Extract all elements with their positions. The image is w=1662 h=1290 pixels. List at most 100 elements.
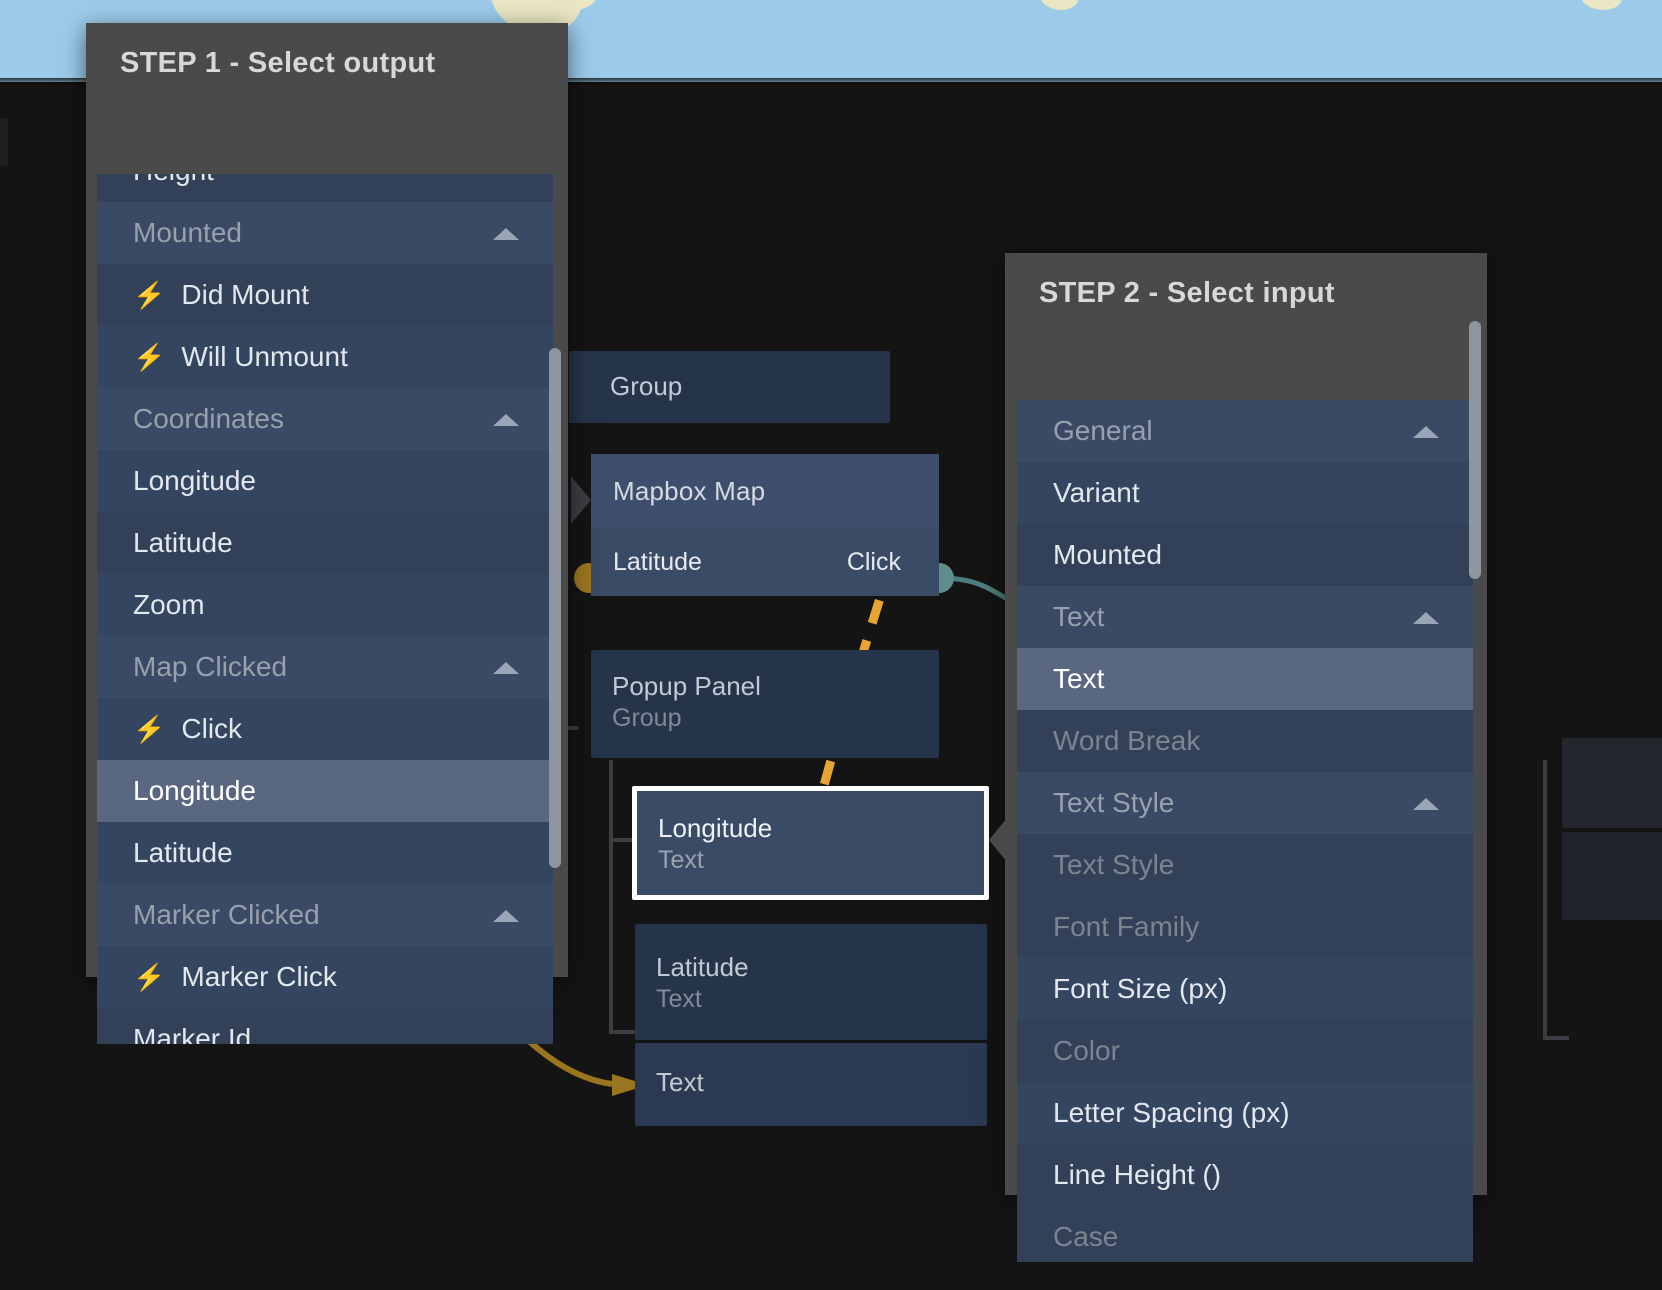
step2-menu-item-text-style[interactable]: Text Style	[1017, 772, 1473, 834]
chevron-up-icon[interactable]	[493, 414, 519, 426]
step2-menu-item-font-family[interactable]: Font Family	[1017, 896, 1473, 958]
lightning-bolt-icon: ⚡	[133, 280, 166, 310]
node-longitude-text[interactable]: Longitude Text	[632, 786, 989, 900]
port-row-latitude[interactable]: Latitude Click	[591, 528, 939, 596]
port-label-click: Click	[846, 547, 901, 576]
step2-menu-item-label: Text	[1053, 601, 1105, 632]
step1-select-output-panel[interactable]: STEP 1 - Select output HeightMounted ⚡ Did…	[86, 23, 568, 1044]
lightning-bolt-icon: ⚡	[133, 342, 166, 372]
step1-menu-item-label: Marker Clicked	[133, 899, 320, 930]
step2-menu-item-label: Line Height ()	[1053, 1159, 1222, 1190]
step1-menu-item-zoom[interactable]: Zoom	[97, 574, 553, 636]
background-node	[0, 118, 8, 166]
chevron-up-icon[interactable]	[1413, 426, 1439, 438]
step1-menu-item-label: Did Mount	[181, 279, 309, 310]
step2-panel-title: STEP 2 - Select input	[1039, 277, 1335, 309]
lightning-bolt-icon: ⚡	[133, 714, 166, 744]
step2-scrollbar-thumb[interactable]	[1469, 321, 1481, 579]
step1-menu-item-marker-id[interactable]: Marker Id	[97, 1008, 553, 1044]
step2-menu-item-font-size-px[interactable]: Font Size (px)	[1017, 958, 1473, 1020]
step2-menu-item-label: Text Style	[1053, 849, 1175, 880]
step1-menu-item-marker-clicked[interactable]: Marker Clicked	[97, 884, 553, 946]
tree-guide-line	[1543, 760, 1547, 1040]
chevron-up-icon[interactable]	[1413, 612, 1439, 624]
step1-menu-item-marker-click[interactable]: ⚡Marker Click	[97, 946, 553, 1008]
step2-menu-item-text[interactable]: Text	[1017, 586, 1473, 648]
chevron-up-icon[interactable]	[1413, 798, 1439, 810]
chevron-up-icon[interactable]	[493, 910, 519, 922]
map-landmass	[1580, 0, 1622, 10]
step2-menu-item-general[interactable]: General	[1017, 400, 1473, 462]
chevron-up-icon[interactable]	[493, 662, 519, 674]
step1-menu-item-label: Longitude	[133, 775, 257, 806]
chevron-up-icon[interactable]	[493, 228, 519, 240]
step2-menu-item-label: Font Size (px)	[1053, 973, 1228, 1004]
step1-menu-item-click[interactable]: ⚡Click	[97, 698, 553, 760]
step2-menu-item-label: Word Break	[1053, 725, 1201, 756]
step1-menu-item-label: Zoom	[133, 589, 205, 620]
port-label-latitude: Latitude	[613, 547, 702, 576]
step1-menu-item-longitude[interactable]: Longitude	[97, 450, 553, 512]
node-group-partial[interactable]: Group	[569, 351, 890, 423]
background-node	[1562, 738, 1662, 828]
node-popup-panel[interactable]: Popup Panel Group	[591, 650, 939, 758]
step1-menu-item-label: Map Clicked	[133, 651, 288, 682]
step2-menu-item-label: Variant	[1053, 477, 1140, 508]
node-drag-chevron-icon	[571, 476, 591, 524]
step2-menu-item-color[interactable]: Color	[1017, 1020, 1473, 1082]
lightning-bolt-icon: ⚡	[133, 962, 166, 992]
node-text[interactable]: Text	[635, 1043, 987, 1126]
step1-menu-item-coordinates[interactable]: Coordinates	[97, 388, 553, 450]
map-strip-shadow	[0, 78, 1662, 86]
step2-menu-item-label: Font Family	[1053, 911, 1200, 942]
tree-guide-line	[1543, 1036, 1569, 1040]
step1-menu-item-label: Mounted	[133, 217, 242, 248]
step1-scrollbar-thumb[interactable]	[549, 348, 561, 868]
node-mapbox-map[interactable]: Mapbox Map Latitude Click	[571, 454, 939, 596]
tree-guide-line	[609, 1030, 635, 1034]
node-mapbox-ports: Latitude Click	[591, 528, 939, 596]
step2-menu-item-case[interactable]: Case	[1017, 1206, 1473, 1262]
node-mapbox-title: Mapbox Map	[613, 476, 766, 506]
node-group-label: Group	[610, 371, 683, 401]
step1-menu-item-longitude[interactable]: Longitude	[97, 760, 553, 822]
node-latitude-text[interactable]: Latitude Text	[635, 924, 987, 1040]
map-landmass	[1040, 0, 1078, 10]
step2-menu-item-label: Color	[1053, 1035, 1120, 1066]
step2-menu-item-letter-spacing-px[interactable]: Letter Spacing (px)	[1017, 1082, 1473, 1144]
step2-menu-item-text[interactable]: Text	[1017, 648, 1473, 710]
step1-menu-item-label: Marker Id	[133, 1023, 252, 1044]
step2-menu-item-mounted[interactable]: Mounted	[1017, 524, 1473, 586]
step1-panel-title: STEP 1 - Select output	[120, 47, 436, 79]
step2-menu-item-label: Mounted	[1053, 539, 1162, 570]
step1-menu-item-label: Latitude	[133, 527, 233, 558]
step2-menu-item-label: Case	[1053, 1221, 1119, 1252]
step1-menu-item-will-unmount[interactable]: ⚡Will Unmount	[97, 326, 553, 388]
step2-menu-item-label: Text	[1053, 663, 1105, 694]
node-popup-subtitle: Group	[612, 704, 682, 732]
step1-menu-item-latitude[interactable]: Latitude	[97, 512, 553, 574]
step1-menu-item-map-clicked[interactable]: Map Clicked	[97, 636, 553, 698]
step1-menu-item-did-mount[interactable]: ⚡ Did Mount	[97, 264, 553, 326]
step2-menu-item-variant[interactable]: Variant	[1017, 462, 1473, 524]
step1-menu-item-latitude[interactable]: Latitude	[97, 822, 553, 884]
step2-menu-item-label: Text Style	[1053, 787, 1175, 818]
step2-menu-item-label: General	[1053, 415, 1153, 446]
step2-connection-pointer-icon	[989, 818, 1007, 862]
node-longitude-title: Longitude	[658, 813, 773, 843]
step1-menu-list[interactable]: HeightMounted ⚡ Did Mount ⚡Will UnmountCoor…	[97, 174, 553, 1044]
step1-menu-item-mounted[interactable]: Mounted	[97, 202, 553, 264]
step1-menu-item-label: Coordinates	[133, 403, 284, 434]
node-popup-title: Popup Panel	[612, 671, 761, 701]
background-node	[1562, 832, 1662, 920]
step1-menu-item-label: Height	[133, 174, 214, 187]
step1-menu-item-height[interactable]: Height	[97, 174, 553, 202]
step2-menu-item-line-height[interactable]: Line Height ()	[1017, 1144, 1473, 1206]
node-mapbox-header[interactable]: Mapbox Map	[591, 454, 939, 528]
tree-guide-line	[609, 838, 635, 842]
tree-guide-line	[609, 760, 613, 1034]
step2-menu-item-text-style[interactable]: Text Style	[1017, 834, 1473, 896]
step2-menu-item-word-break[interactable]: Word Break	[1017, 710, 1473, 772]
